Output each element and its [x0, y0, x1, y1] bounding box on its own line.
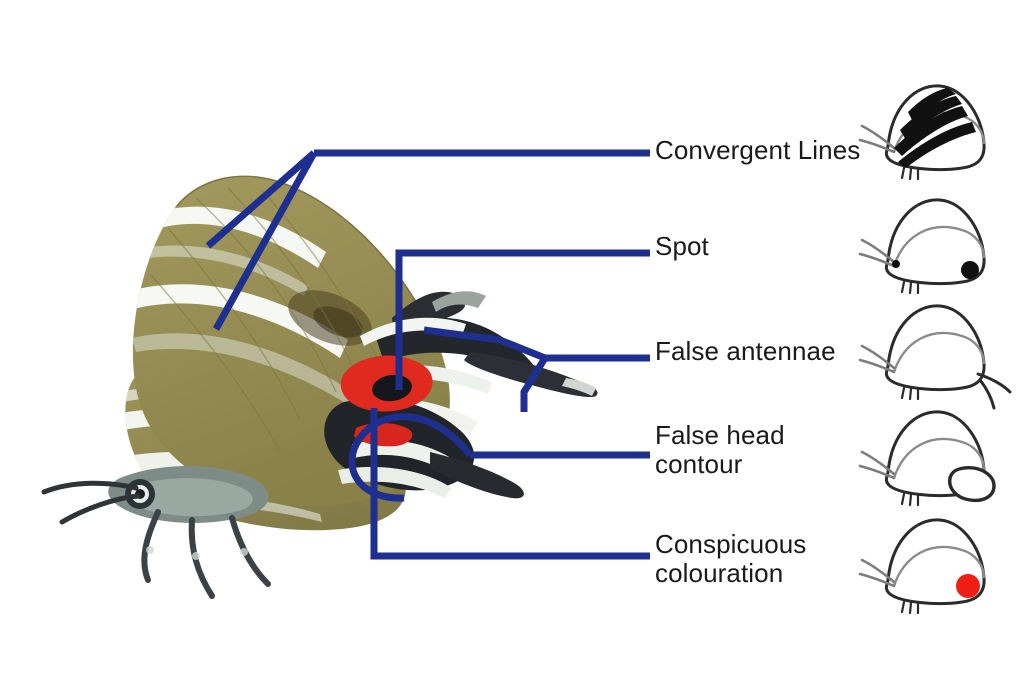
hindwing-bands — [125, 384, 344, 522]
butterfly-body — [41, 466, 271, 599]
icon-false-antennae — [858, 304, 1012, 410]
icon-false-head-contour — [858, 410, 996, 507]
label-false-antennae: False antennae — [655, 336, 836, 366]
label-conspicuous-colouration: Conspicuous colouration — [655, 529, 807, 589]
legs — [141, 509, 271, 599]
forewing — [132, 175, 450, 506]
hindwing — [125, 359, 406, 531]
label-false-head-contour: False head contour — [655, 420, 785, 480]
label-spot: Spot — [655, 231, 709, 261]
icon-spot — [858, 198, 986, 295]
forewing-bands — [132, 175, 434, 453]
leader-spot — [395, 249, 650, 390]
icon-conspicuous-colouration — [858, 518, 986, 615]
label-convergent-lines: Convergent Lines — [655, 135, 861, 165]
antennae — [41, 480, 141, 525]
leader-conspicuous-colouration — [370, 408, 650, 560]
false-head-region — [324, 291, 598, 499]
icon-convergent-lines — [858, 84, 986, 181]
